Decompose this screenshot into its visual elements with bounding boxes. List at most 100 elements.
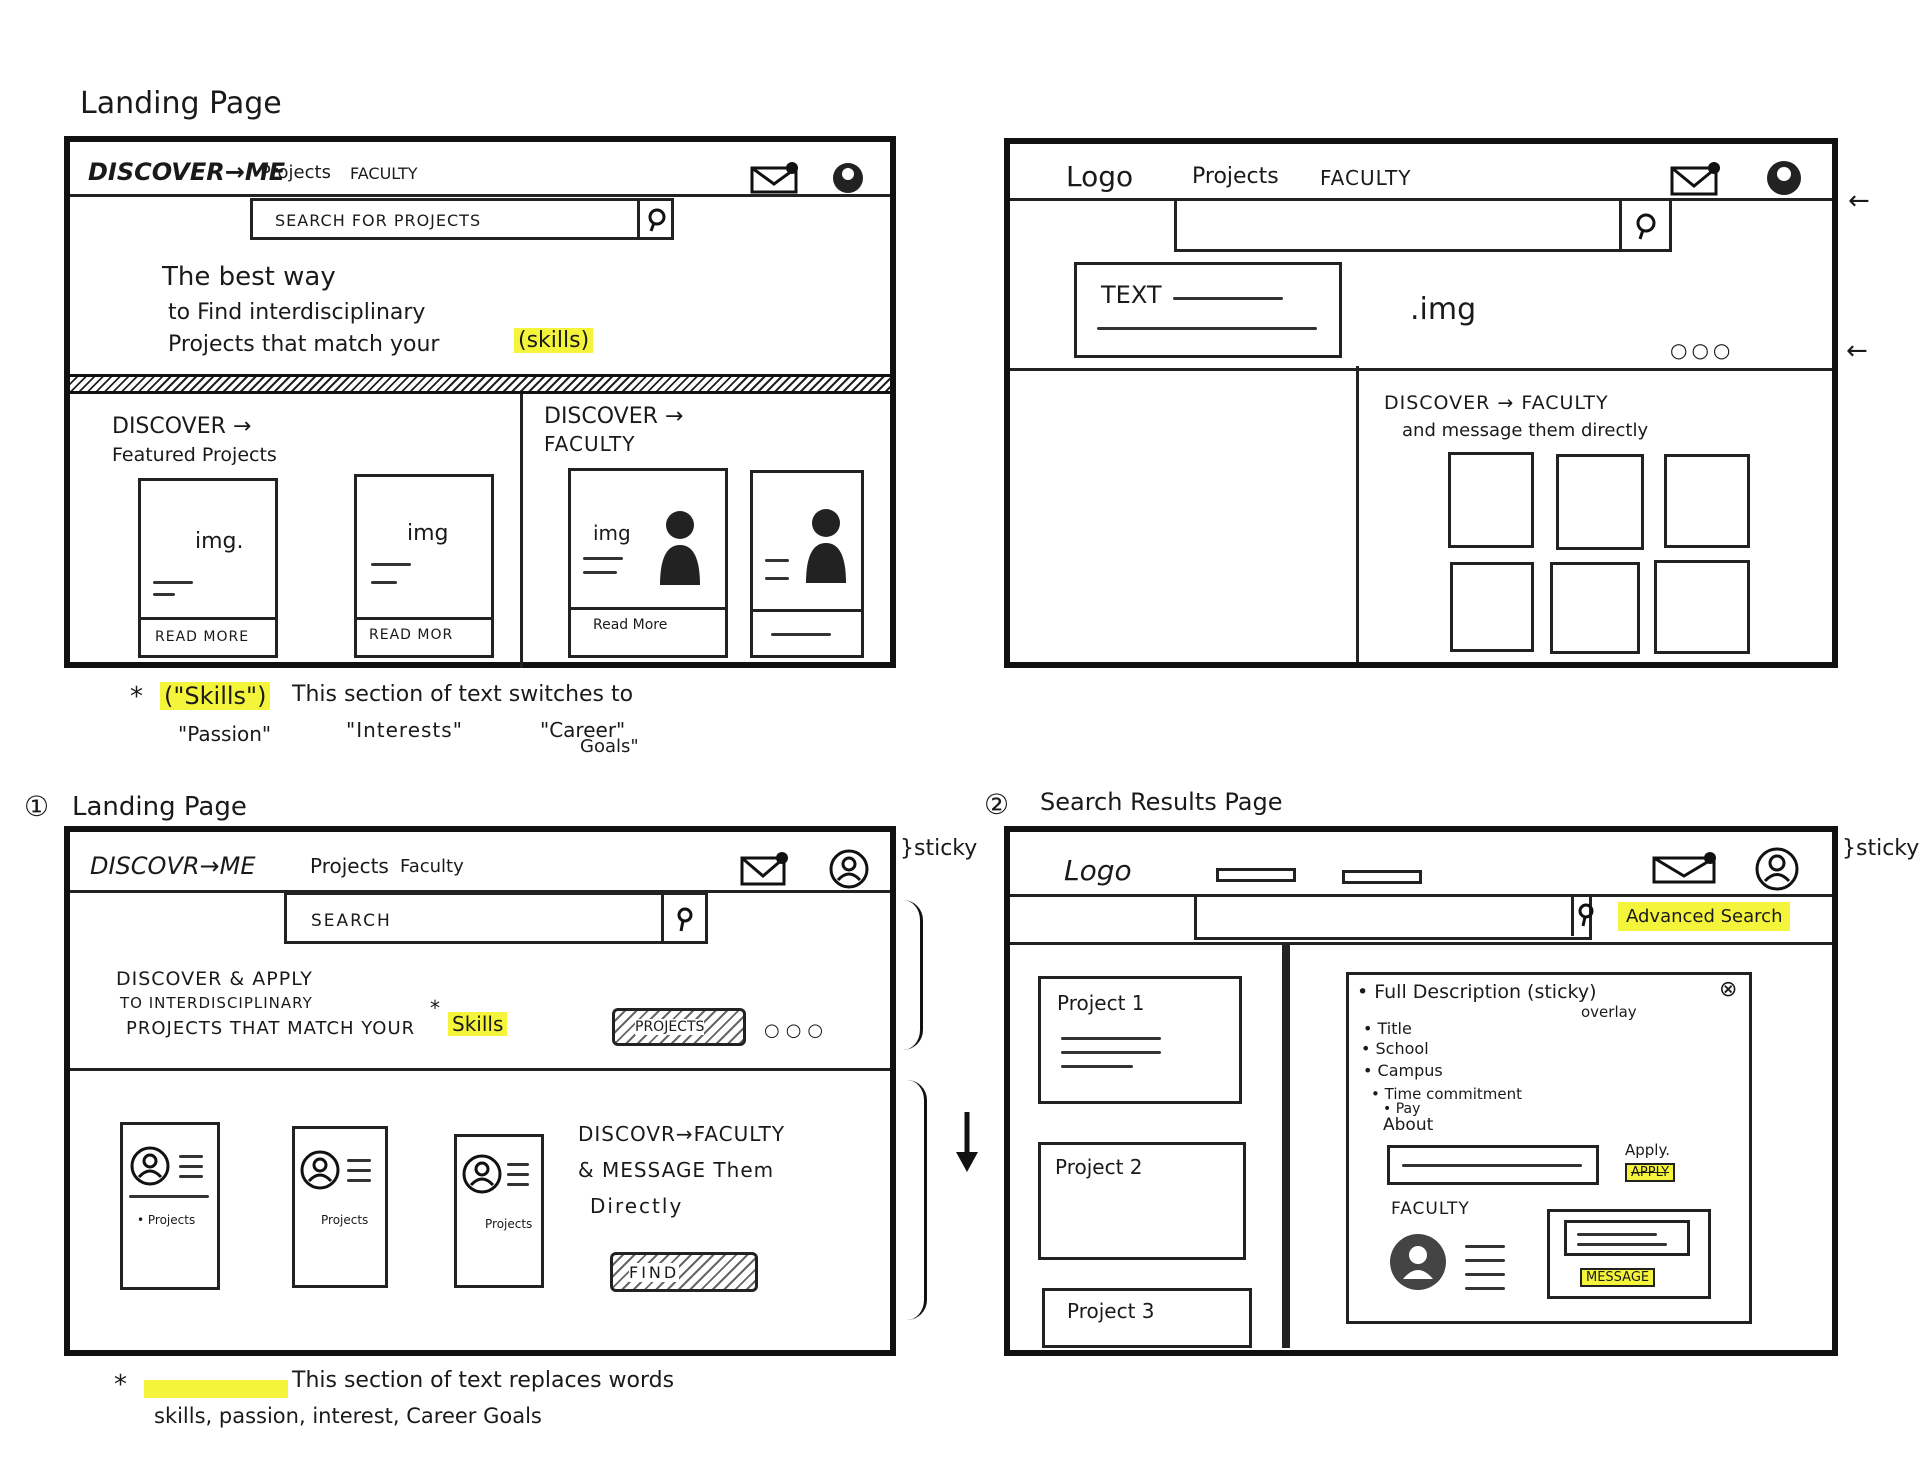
search-bar-divider <box>1010 942 1832 945</box>
carousel-dots[interactable]: ○○○ <box>764 1020 830 1041</box>
result-card[interactable]: Project 2 <box>1038 1142 1246 1260</box>
sketch3-number: ① <box>24 790 50 823</box>
nav-projects[interactable]: Projects <box>260 162 331 183</box>
faculty-tile[interactable] <box>1550 562 1640 654</box>
nav-projects[interactable]: Projects <box>310 854 389 878</box>
nav-faculty[interactable]: Faculty <box>400 856 464 877</box>
projects-button-label: PROJECTS <box>635 1019 705 1035</box>
user-icon[interactable] <box>828 848 870 894</box>
faculty-card[interactable]: Projects <box>454 1134 544 1288</box>
message-button[interactable]: MESSAGE <box>1580 1268 1656 1287</box>
tagline-line2: TO INTERDISCIPLINARY <box>120 994 313 1012</box>
search-placeholder: SEARCH <box>311 911 392 931</box>
mail-icon[interactable] <box>1650 848 1720 890</box>
nav-faculty[interactable]: FACULTY <box>1320 166 1412 190</box>
discover-faculty-heading: DISCOVER → FACULTY <box>1384 392 1609 414</box>
detail-school: • School <box>1361 1039 1429 1058</box>
logo[interactable]: DISCOVER→ME <box>88 158 286 186</box>
mail-icon[interactable] <box>740 850 790 890</box>
search-divider <box>1571 894 1574 936</box>
note-highlight-blank <box>144 1380 288 1398</box>
project-card[interactable]: img. READ MORE <box>138 478 278 658</box>
read-more-button[interactable]: READ MORE <box>155 629 250 645</box>
tagline-line1: The best way <box>162 262 336 292</box>
sketch3-frame: DISCOVR→ME Projects Faculty SEARCH DISCO… <box>64 826 896 1356</box>
tagline-line3: Projects that match your <box>168 332 440 357</box>
nav-divider <box>70 194 890 197</box>
search-input[interactable]: SEARCH <box>284 892 708 944</box>
find-button[interactable]: FIND <box>610 1252 758 1292</box>
note-option-interests: "Interests" <box>346 718 463 742</box>
nav-placeholder[interactable] <box>1216 868 1296 882</box>
faculty-card[interactable]: Projects <box>292 1126 388 1288</box>
advanced-search-link[interactable]: Advanced Search <box>1618 902 1791 931</box>
search-input[interactable]: SEARCH FOR PROJECTS <box>250 198 674 240</box>
logo[interactable]: Logo <box>1066 160 1134 193</box>
search-icon[interactable] <box>1633 211 1659 241</box>
user-icon[interactable] <box>1754 846 1800 896</box>
person-icon <box>660 511 700 585</box>
result-title: Project 1 <box>1057 991 1145 1015</box>
faculty-heading-line3: Directly <box>590 1194 684 1218</box>
find-button-label: FIND <box>629 1263 680 1282</box>
note-option-career: "Career" <box>540 718 626 742</box>
read-more-button[interactable]: Read More <box>593 617 668 633</box>
carousel-dots[interactable]: ○○○ <box>1670 338 1735 362</box>
discover-faculty-subheading: FACULTY <box>544 432 636 456</box>
faculty-tile[interactable] <box>1654 560 1750 654</box>
project-card[interactable]: img READ MOR <box>354 474 494 658</box>
avatar-icon[interactable] <box>830 160 866 200</box>
search-input[interactable] <box>1194 894 1595 940</box>
faculty-card[interactable]: img Read More <box>568 468 728 658</box>
faculty-tile[interactable] <box>1664 454 1750 548</box>
sketch4-number: ② <box>984 788 1010 821</box>
description-overlay[interactable]: • Full Description (sticky) overlay ⊗ • … <box>1346 972 1752 1324</box>
search-icon[interactable] <box>1577 902 1595 928</box>
logo[interactable]: Logo <box>1064 854 1132 887</box>
featured-subheading: Featured Projects <box>112 444 277 466</box>
card-img-label: img <box>593 521 631 545</box>
note-option-passion: "Passion" <box>178 722 272 746</box>
mail-icon[interactable] <box>750 162 800 198</box>
result-card[interactable]: Project 3 <box>1042 1288 1252 1348</box>
tagline-highlight: (skills) <box>514 328 594 353</box>
nav-placeholder[interactable] <box>1342 870 1422 884</box>
note-text: This section of text switches to <box>292 682 634 707</box>
faculty-heading-line1: DISCOVR→FACULTY <box>578 1122 786 1146</box>
sketch4-heading: Search Results Page <box>1040 788 1283 816</box>
sketch4-frame: Logo Advanced Search Project 1 Project 2… <box>1004 826 1838 1356</box>
result-title: Project 2 <box>1055 1155 1143 1179</box>
search-icon[interactable] <box>646 207 670 233</box>
nav-projects[interactable]: Projects <box>1192 164 1279 189</box>
avatar-icon[interactable] <box>1764 158 1804 202</box>
faculty-tile[interactable] <box>1448 452 1534 548</box>
card-projects-label: • Projects <box>137 1213 196 1227</box>
logo[interactable]: DISCOVR→ME <box>90 852 256 880</box>
detail-campus: • Campus <box>1363 1061 1443 1080</box>
faculty-avatar-icon <box>1390 1234 1446 1290</box>
faculty-tile[interactable] <box>1450 562 1534 652</box>
note-star: * <box>130 682 143 712</box>
search-icon[interactable] <box>673 905 697 933</box>
faculty-tile[interactable] <box>1556 454 1644 550</box>
nav-faculty[interactable]: FACULTY <box>350 164 418 183</box>
faculty-card[interactable] <box>750 470 864 658</box>
about-text-box <box>1387 1145 1599 1185</box>
message-panel: MESSAGE <box>1547 1209 1711 1299</box>
faculty-heading-line2: & MESSAGE Them <box>578 1158 775 1182</box>
faculty-card[interactable]: • Projects <box>120 1122 220 1290</box>
read-more-button[interactable]: READ MOR <box>369 627 454 643</box>
search-input[interactable] <box>1174 198 1672 252</box>
overlay-title: • Full Description (sticky) <box>1357 981 1597 1003</box>
section-divider <box>520 394 523 668</box>
close-icon[interactable]: ⊗ <box>1719 977 1738 1002</box>
tagline-line2: to Find interdisciplinary <box>168 300 426 325</box>
mail-icon[interactable] <box>1670 160 1722 200</box>
apply-button[interactable]: APPLY <box>1625 1163 1676 1182</box>
tagline-line3: PROJECTS THAT MATCH YOUR <box>126 1018 416 1039</box>
hero-text-box: TEXT <box>1074 262 1342 358</box>
message-text-box <box>1564 1220 1690 1256</box>
projects-button[interactable]: PROJECTS <box>612 1008 746 1046</box>
result-card[interactable]: Project 1 <box>1038 976 1242 1104</box>
sticky-annotation: }sticky <box>900 836 978 861</box>
